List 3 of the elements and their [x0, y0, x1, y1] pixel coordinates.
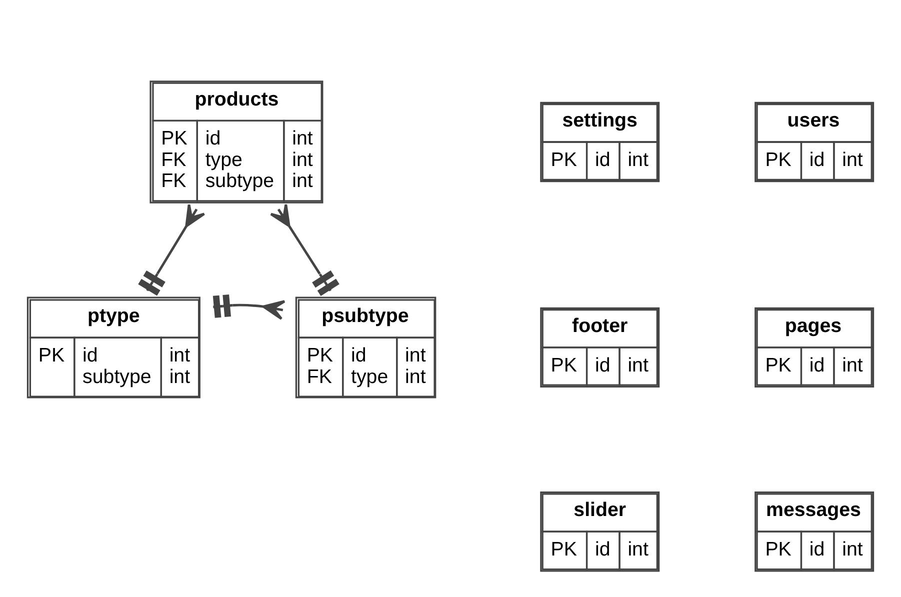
- connector: [212, 294, 286, 320]
- connector: [270, 203, 340, 296]
- connector: [138, 203, 206, 296]
